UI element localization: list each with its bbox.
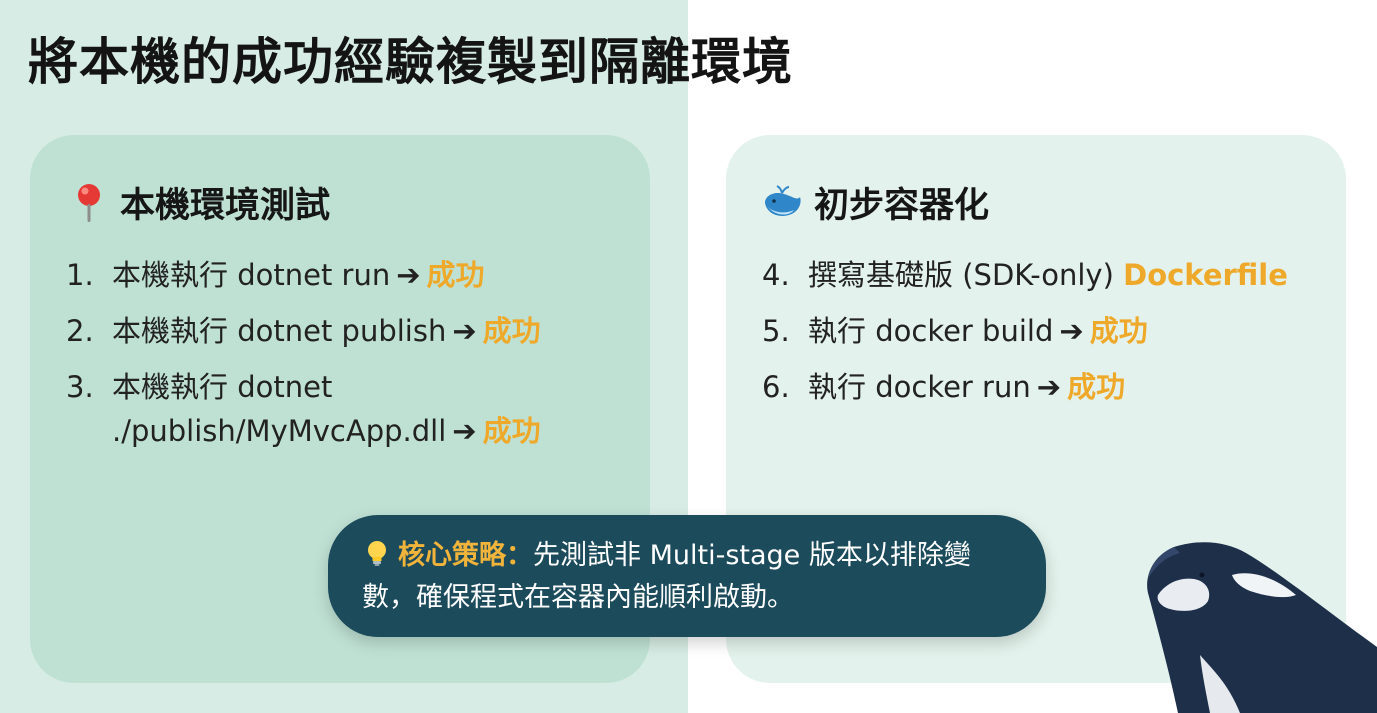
strategy-label: 核心策略：	[398, 540, 533, 571]
containerize-heading: 初步容器化	[762, 177, 989, 228]
arrow-icon: ➔	[1059, 314, 1084, 348]
whale-icon	[762, 182, 804, 224]
arrow-icon: ➔	[452, 314, 477, 348]
containerize-heading-text: 初步容器化	[814, 186, 990, 226]
list-item: 2. 本機執行 dotnet publish➔成功	[66, 309, 634, 353]
arrow-icon: ➔	[452, 414, 477, 448]
step-number: 4.	[762, 258, 790, 292]
step-result: 成功	[482, 314, 541, 348]
list-item: 6. 執行 docker run➔成功	[762, 365, 1330, 409]
containerize-steps: 4. 撰寫基礎版 (SDK-only) Dockerfile 5. 執行 doc…	[762, 253, 1330, 421]
strategy-callout: 核心策略：先測試非 Multi-stage 版本以排除變數，確保程式在容器內能順…	[328, 515, 1046, 637]
arrow-icon: ➔	[1036, 370, 1062, 404]
local-test-heading: 本機環境測試	[68, 177, 330, 228]
step-text-line1: 本機執行 dotnet	[112, 370, 333, 404]
step-number: 5.	[762, 314, 790, 348]
slide-title: 將本機的成功經驗複製到隔離環境	[28, 33, 793, 91]
list-item: 1. 本機執行 dotnet run➔成功	[66, 253, 634, 297]
local-test-heading-text: 本機環境測試	[120, 186, 331, 226]
step-text: 撰寫基礎版 (SDK-only)	[808, 258, 1114, 292]
arrow-icon: ➔	[396, 258, 421, 292]
step-number: 6.	[762, 370, 790, 404]
step-text-line2: ./publish/MyMvcApp.dll	[112, 414, 447, 448]
step-number: 2.	[66, 314, 94, 348]
local-test-steps: 1. 本機執行 dotnet run➔成功 2. 本機執行 dotnet pub…	[66, 253, 634, 465]
list-item: 5. 執行 docker build➔成功	[762, 309, 1330, 353]
strategy-text: 先測試非 Multi-stage 版本以排除變數，確保程式在容器內能順利啟動。	[362, 540, 971, 613]
dockerfile-highlight: Dockerfile	[1123, 258, 1288, 292]
step-text: 本機執行 dotnet publish	[112, 314, 447, 348]
lightbulb-icon	[362, 538, 392, 568]
step-text: 本機執行 dotnet run	[112, 258, 391, 292]
step-result: 成功	[1089, 314, 1148, 348]
pin-icon	[68, 182, 110, 224]
step-number: 3.	[66, 370, 94, 404]
step-result: 成功	[426, 258, 485, 292]
step-number: 1.	[66, 258, 94, 292]
orca-illustration	[1147, 542, 1377, 713]
step-result: 成功	[1067, 370, 1126, 404]
step-result: 成功	[482, 414, 541, 448]
list-item: 4. 撰寫基礎版 (SDK-only) Dockerfile	[762, 253, 1330, 297]
step-text: 執行 docker build	[808, 314, 1054, 348]
list-item: 3. 本機執行 dotnet ./publish/MyMvcApp.dll➔成功	[66, 365, 634, 453]
step-text: 執行 docker run	[808, 370, 1031, 404]
